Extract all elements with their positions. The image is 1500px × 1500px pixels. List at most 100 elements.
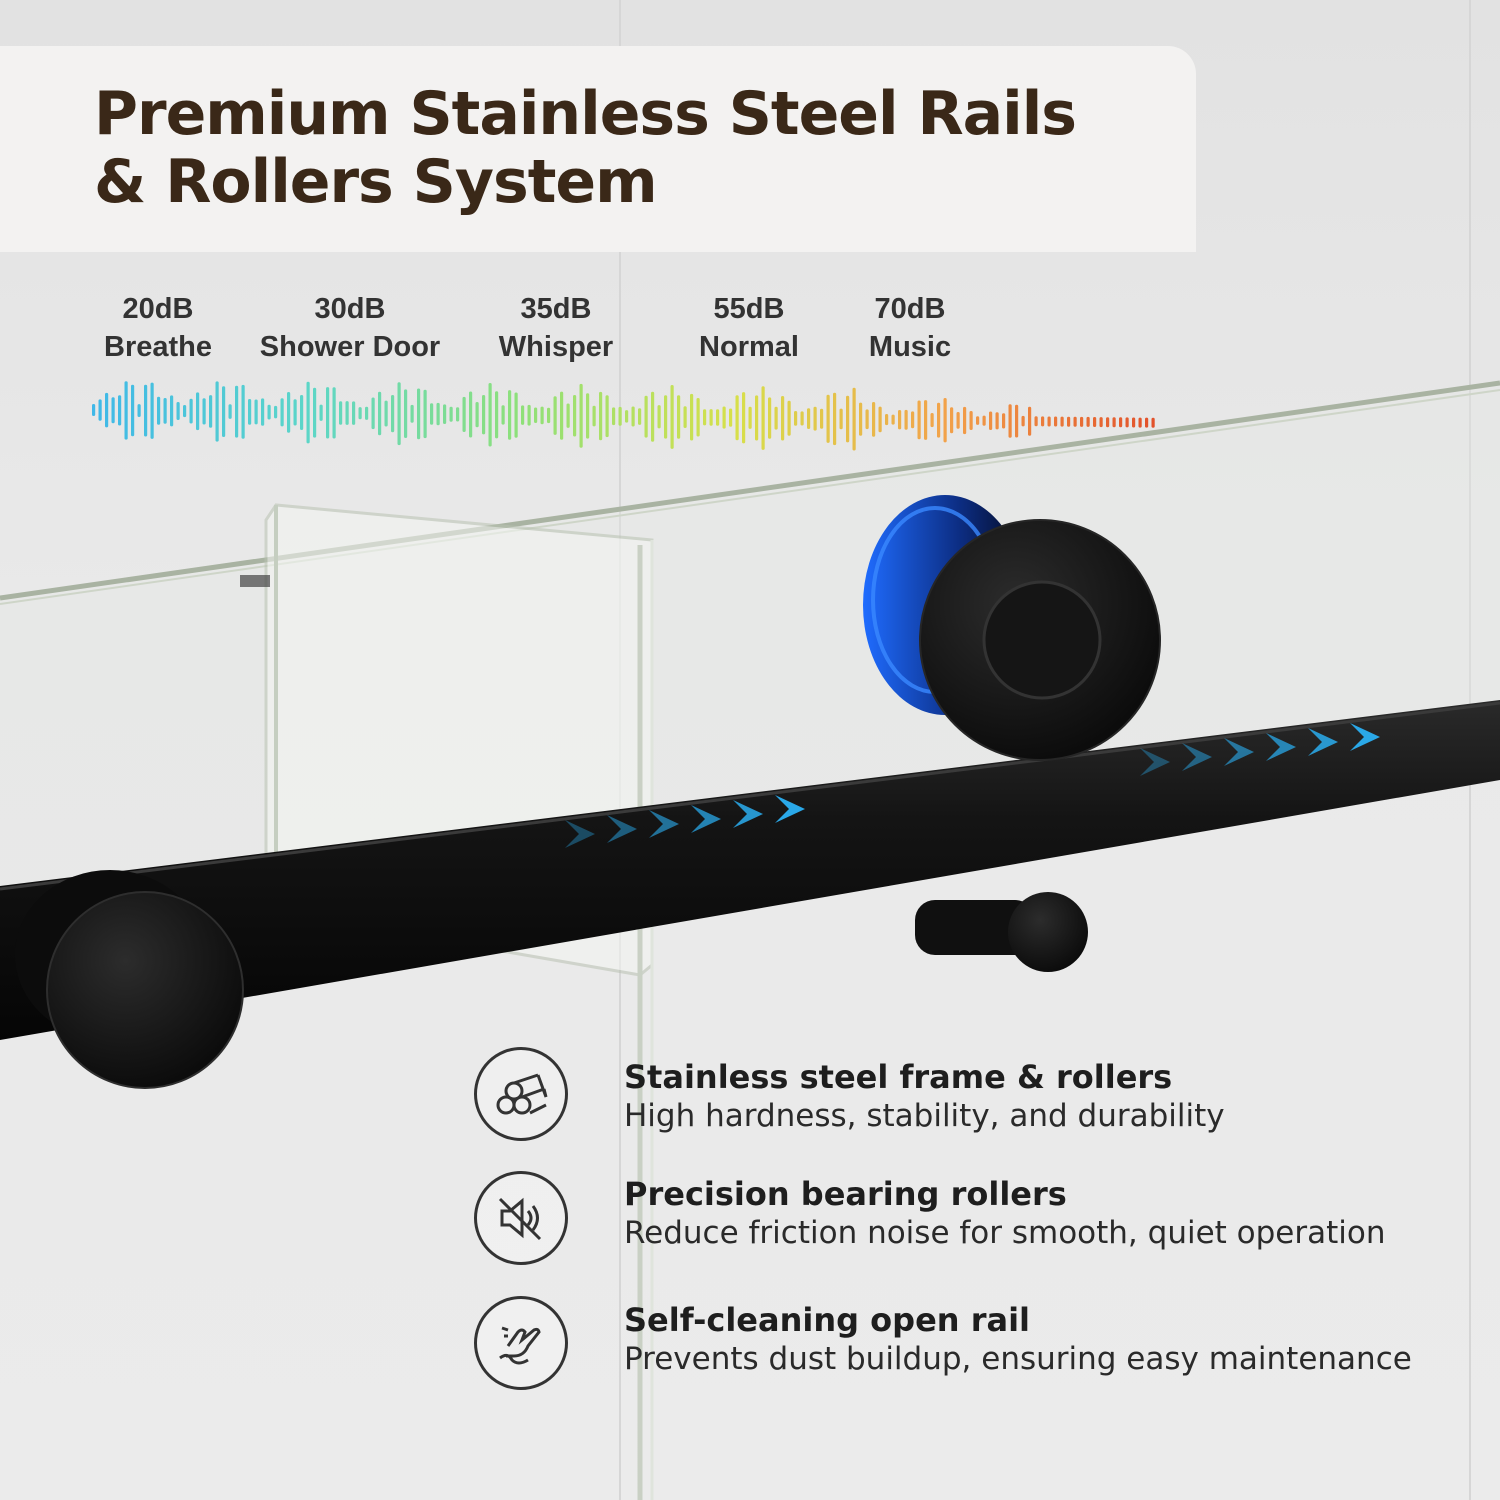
waveform-bar <box>911 411 915 429</box>
feature-title: Self-cleaning open rail <box>624 1301 1030 1339</box>
waveform-bar <box>378 391 382 436</box>
waveform-bar <box>1047 416 1051 427</box>
waveform-bar <box>475 402 479 428</box>
waveform-bar <box>865 409 869 430</box>
waveform-bar <box>449 406 453 422</box>
waveform-bar <box>963 406 967 435</box>
waveform-bar <box>371 397 375 430</box>
waveform-bar <box>137 404 141 417</box>
waveform-bar <box>735 395 739 441</box>
noise-db: 35dB <box>520 293 592 325</box>
waveform-bar <box>787 400 791 436</box>
motion-arrow <box>1350 723 1380 751</box>
waveform-bar <box>618 406 622 426</box>
waveform-bar <box>1060 416 1064 427</box>
motion-arrow <box>607 815 637 843</box>
waveform-bar <box>488 383 492 447</box>
noise-db: 30dB <box>314 293 386 325</box>
waveform-bar <box>404 389 408 438</box>
waveform-bar <box>306 381 310 444</box>
waveform-bar <box>319 404 323 421</box>
waveform-bar <box>722 406 726 429</box>
waveform-bar <box>1093 417 1097 427</box>
waveform-bar <box>891 414 895 425</box>
waveform-bar <box>969 411 973 430</box>
waveform-bar <box>820 408 824 429</box>
feature-precision-bearing: Precision bearing rollers Reduce frictio… <box>624 1174 1484 1252</box>
noise-label: Normal <box>699 331 799 363</box>
waveform-bar <box>1080 416 1084 427</box>
waveform-bar <box>202 398 206 425</box>
waveform-bar <box>1054 416 1058 427</box>
title-line-2: & Rollers System <box>94 147 658 217</box>
waveform-bar <box>397 382 401 446</box>
waveform-bar <box>254 399 258 425</box>
waveform-bar <box>384 400 388 427</box>
feature-desc: High hardness, stability, and durability <box>624 1098 1225 1134</box>
waveform-bar <box>976 416 980 425</box>
rail-stopper <box>915 892 1088 972</box>
sound-waveform <box>92 381 1155 451</box>
waveform-bar <box>625 410 629 423</box>
waveform-bar <box>105 392 109 428</box>
waveform-bar <box>774 406 778 430</box>
waveform-bar <box>1112 417 1116 428</box>
motion-arrow <box>1308 728 1338 756</box>
waveform-bar <box>215 381 219 442</box>
waveform-bar <box>1002 413 1006 429</box>
waveform-bar <box>196 392 200 431</box>
noise-label: Whisper <box>498 331 614 363</box>
waveform-bar <box>761 386 765 450</box>
waveform-bar <box>228 404 232 419</box>
waveform-bar <box>638 408 642 425</box>
feature-steel-frame: Stainless steel frame & rollers High har… <box>624 1057 1484 1135</box>
waveform-bar <box>514 392 518 438</box>
waveform-bar <box>937 402 941 438</box>
waveform-bar <box>352 401 356 425</box>
waveform-bar <box>540 406 544 425</box>
noise-level-breathe: 20dB Breathe <box>104 290 212 366</box>
waveform-bar <box>1015 404 1019 438</box>
waveform-bar <box>1028 406 1032 436</box>
waveform-bar <box>1073 416 1077 427</box>
waveform-bar <box>826 394 830 443</box>
waveform-bar <box>612 407 616 426</box>
waveform-bar <box>950 407 954 434</box>
waveform-bar <box>131 384 135 437</box>
header-panel <box>0 46 1196 252</box>
noise-level-music: 70dB Music <box>869 290 951 366</box>
waveform-bar <box>846 395 850 443</box>
waveform-bar <box>261 398 265 426</box>
motion-arrow <box>1140 748 1170 776</box>
waveform-bar <box>293 399 297 426</box>
waveform-bar <box>833 392 837 446</box>
noise-db: 20dB <box>122 293 194 325</box>
waveform-bar <box>1067 416 1071 427</box>
title-line-1: Premium Stainless Steel Rails <box>94 79 1077 149</box>
roller-wheel <box>863 495 1161 761</box>
waveform-bar <box>748 406 752 429</box>
waveform-bar <box>501 405 505 425</box>
waveform-bar <box>898 410 902 430</box>
waveform-bar <box>527 404 531 426</box>
waveform-bar <box>930 413 934 428</box>
waveform-bar <box>482 395 486 435</box>
waveform-bar <box>592 405 596 427</box>
waveform-bar <box>553 396 557 435</box>
waveform-bar <box>163 398 167 424</box>
waveform-bar <box>189 398 193 424</box>
waveform-bar <box>768 397 772 439</box>
waveform-bar <box>859 402 863 436</box>
motion-arrow <box>733 800 763 828</box>
waveform-bar <box>436 402 440 426</box>
waveform-bar <box>852 387 856 451</box>
noise-level-whisper: 35dB Whisper <box>499 290 613 366</box>
waveform-bar <box>534 407 538 423</box>
waveform-bar <box>508 390 512 440</box>
feature-desc: Reduce friction noise for smooth, quiet … <box>624 1215 1386 1251</box>
waveform-bar <box>144 384 148 437</box>
waveform-bar <box>157 396 161 425</box>
waveform-bar <box>521 405 525 425</box>
waveform-bar <box>560 391 564 440</box>
waveform-bar <box>1132 417 1136 428</box>
